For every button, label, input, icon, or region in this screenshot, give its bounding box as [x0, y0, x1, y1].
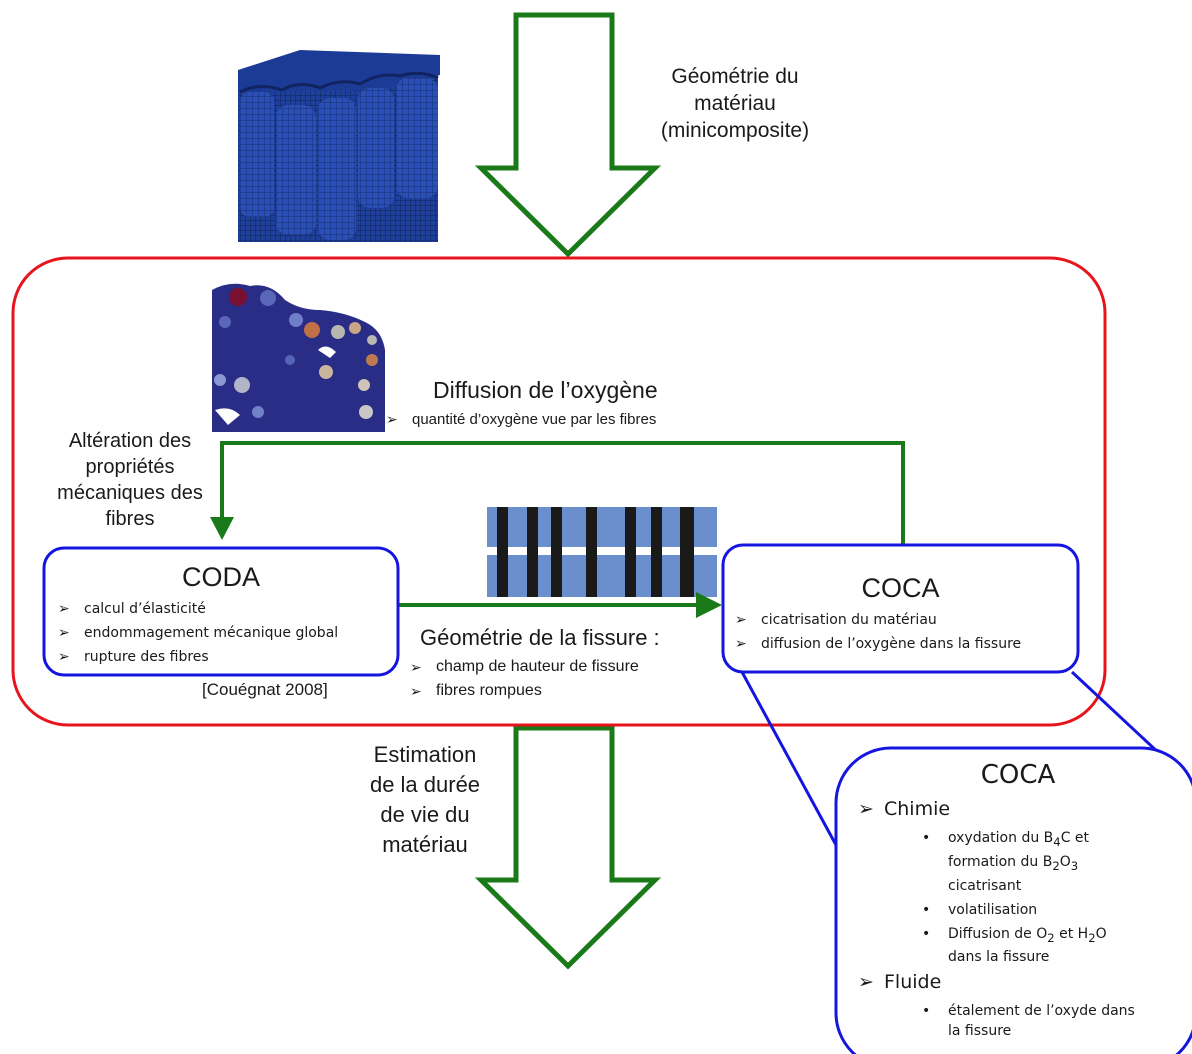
main-frame	[11, 256, 1107, 727]
coca-detail-content: COCA Chimie oxydation du B4C et formatio…	[858, 760, 1178, 1045]
zoom-line-left	[740, 671, 838, 846]
oxygen-diffusion-title: Diffusion de l’oxygène	[433, 377, 658, 403]
material-geometry-label: Géométrie du matériau (minicomposite)	[660, 65, 810, 142]
crack-geometry-title: Géométrie de la fissure :	[420, 625, 660, 650]
oxygen-diffusion-map-image	[212, 283, 385, 432]
crack-geometry-list: champ de hauteur de fissure fibres rompu…	[410, 655, 639, 703]
coda-list: calcul d’élasticité endommagement mécani…	[58, 597, 338, 669]
coca-title: COCA	[861, 573, 940, 603]
list-item: champ de hauteur de fissure	[410, 655, 639, 679]
bottom-down-arrow	[474, 725, 662, 970]
coda-reference: [Couégnat 2008]	[202, 680, 328, 699]
coca-detail-title: COCA	[980, 760, 1056, 790]
chimie-section-title: Chimie	[858, 798, 1178, 820]
coda-title: CODA	[181, 562, 260, 592]
feedback-arrow-line	[220, 441, 905, 545]
list-item: diffusion de l’oxygène dans la fissure	[735, 632, 1021, 656]
minicomposite-mesh-image	[238, 50, 440, 242]
fluide-section-title: Fluide	[858, 971, 1178, 993]
list-item: étalement de l’oxyde dans la fissure	[920, 1001, 1150, 1041]
list-item: quantité d’oxygène vue par les fibres	[386, 408, 656, 431]
list-item: calcul d’élasticité	[58, 597, 338, 621]
list-item: cicatrisation du matériau	[735, 608, 1021, 632]
oxygen-diffusion-list: quantité d’oxygène vue par les fibres	[386, 408, 656, 431]
list-item: Diffusion de O2 et H2O dans la fissure	[920, 924, 1140, 968]
list-item: endommagement mécanique global	[58, 621, 338, 645]
alteration-label: Altération des propriétés mécaniques des…	[57, 430, 203, 530]
feedback-arrowhead	[210, 517, 234, 540]
lifetime-estimation-label: Estimation de la durée de vie du matéria…	[369, 742, 481, 857]
top-down-arrow	[474, 12, 662, 258]
list-item: fibres rompues	[410, 679, 639, 703]
list-item: oxydation du B4C et formation du B2O3 ci…	[920, 828, 1140, 896]
list-item: volatilisation	[920, 900, 1140, 920]
chimie-list: oxydation du B4C et formation du B2O3 ci…	[920, 828, 1140, 967]
list-item: rupture des fibres	[58, 645, 338, 669]
coca-list: cicatrisation du matériau diffusion de l…	[735, 608, 1021, 656]
fluide-list: étalement de l’oxyde dans la fissure	[920, 1001, 1150, 1041]
crack-fiber-image	[487, 507, 717, 597]
forward-arrowhead	[696, 592, 722, 618]
